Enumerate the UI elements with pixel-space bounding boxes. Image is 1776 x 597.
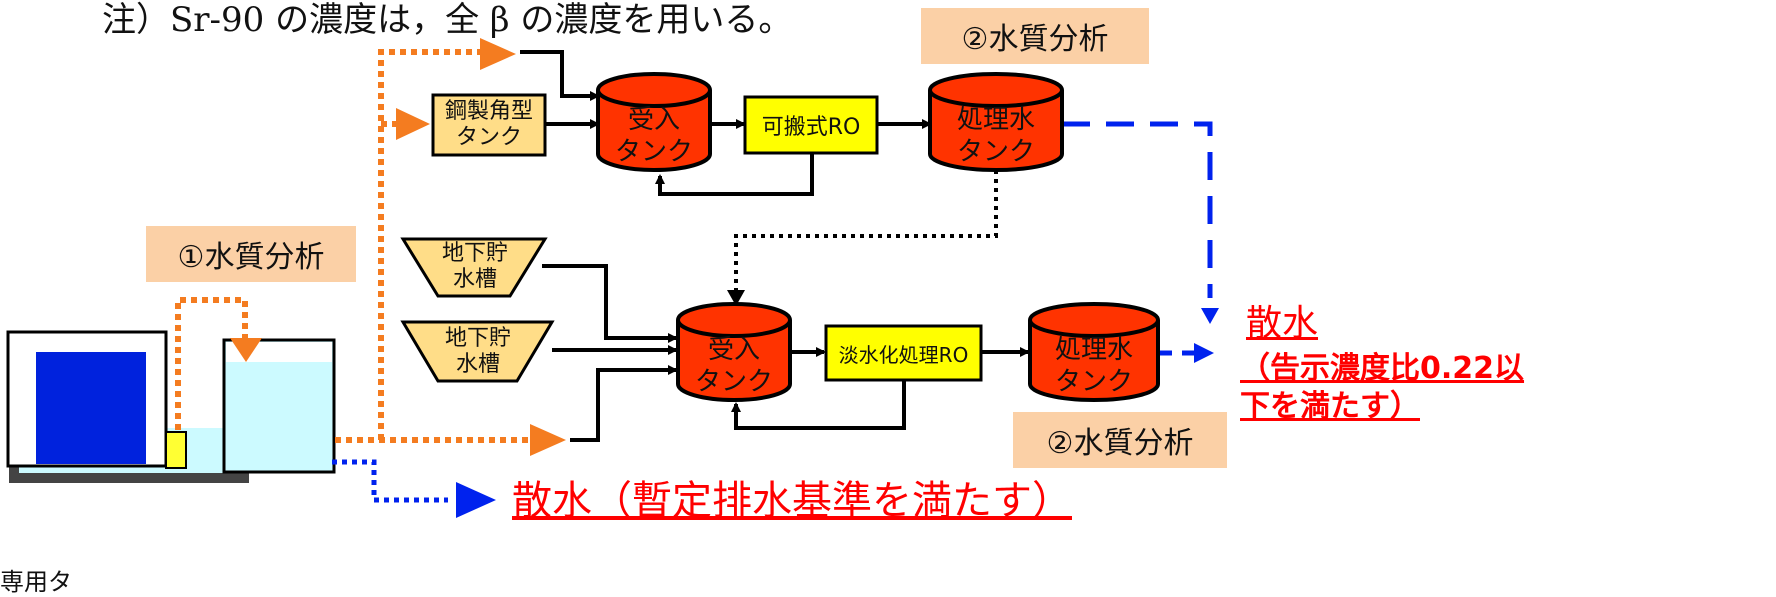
receive-tank-top-label: 受入 タンク <box>614 105 693 167</box>
treated-tank-bottom-shape <box>1028 302 1160 402</box>
portable-ro-box <box>743 95 879 155</box>
blue-dotted-flow <box>332 459 496 518</box>
receive-tank-bottom-shape <box>676 302 792 402</box>
receive-tank-top-shape <box>596 72 712 172</box>
desalination-ro-box <box>824 324 983 382</box>
orange-flow-lines <box>175 49 540 443</box>
steel-tank-label: 鋼製角型 タンク <box>444 99 533 150</box>
treated-tank-top-label: 処理水 タンク <box>956 105 1035 167</box>
underground-storage-2-label: 地下貯 水槽 <box>444 326 511 377</box>
treated-tank-bottom-label: 処理水 タンク <box>1054 335 1133 397</box>
portable-ro-label: 可搬式RO <box>761 115 861 140</box>
underground-storage-1-label: 地下貯 水槽 <box>441 241 508 292</box>
water-analysis-1-label: ①水質分析 <box>146 226 356 282</box>
spray-bottom-label: 散水（暫定排水基準を満たす） <box>512 478 1072 524</box>
desalination-ro-label: 淡水化処理RO <box>838 342 969 367</box>
underground-storage-1-shape <box>400 237 548 298</box>
black-flow-lines <box>520 50 1030 442</box>
receive-tank-bottom-label: 受入 タンク <box>694 335 773 397</box>
black-dotted-flow <box>727 170 998 306</box>
spray-right-title: 散水 <box>1246 303 1319 344</box>
treated-tank-top-shape <box>928 72 1064 172</box>
spray-right-condition: （告示濃度比0.22以下を満たす） <box>1240 351 1525 424</box>
pool-basin <box>6 330 249 483</box>
underground-storage-2-shape <box>400 320 555 383</box>
orange-arrowheads <box>230 38 566 456</box>
header-note: 注）Sr-90 の濃度は，全 β の濃度を用いる。 <box>102 0 793 40</box>
blue-dashed-flow <box>1062 121 1219 363</box>
water-analysis-2-top-label: ②水質分析 <box>921 8 1149 64</box>
steel-tank-box <box>431 93 547 157</box>
footer-text: 専用タ <box>0 568 72 596</box>
water-analysis-2-bottom-label: ②水質分析 <box>1013 412 1227 468</box>
intermediate-tank <box>222 338 336 474</box>
